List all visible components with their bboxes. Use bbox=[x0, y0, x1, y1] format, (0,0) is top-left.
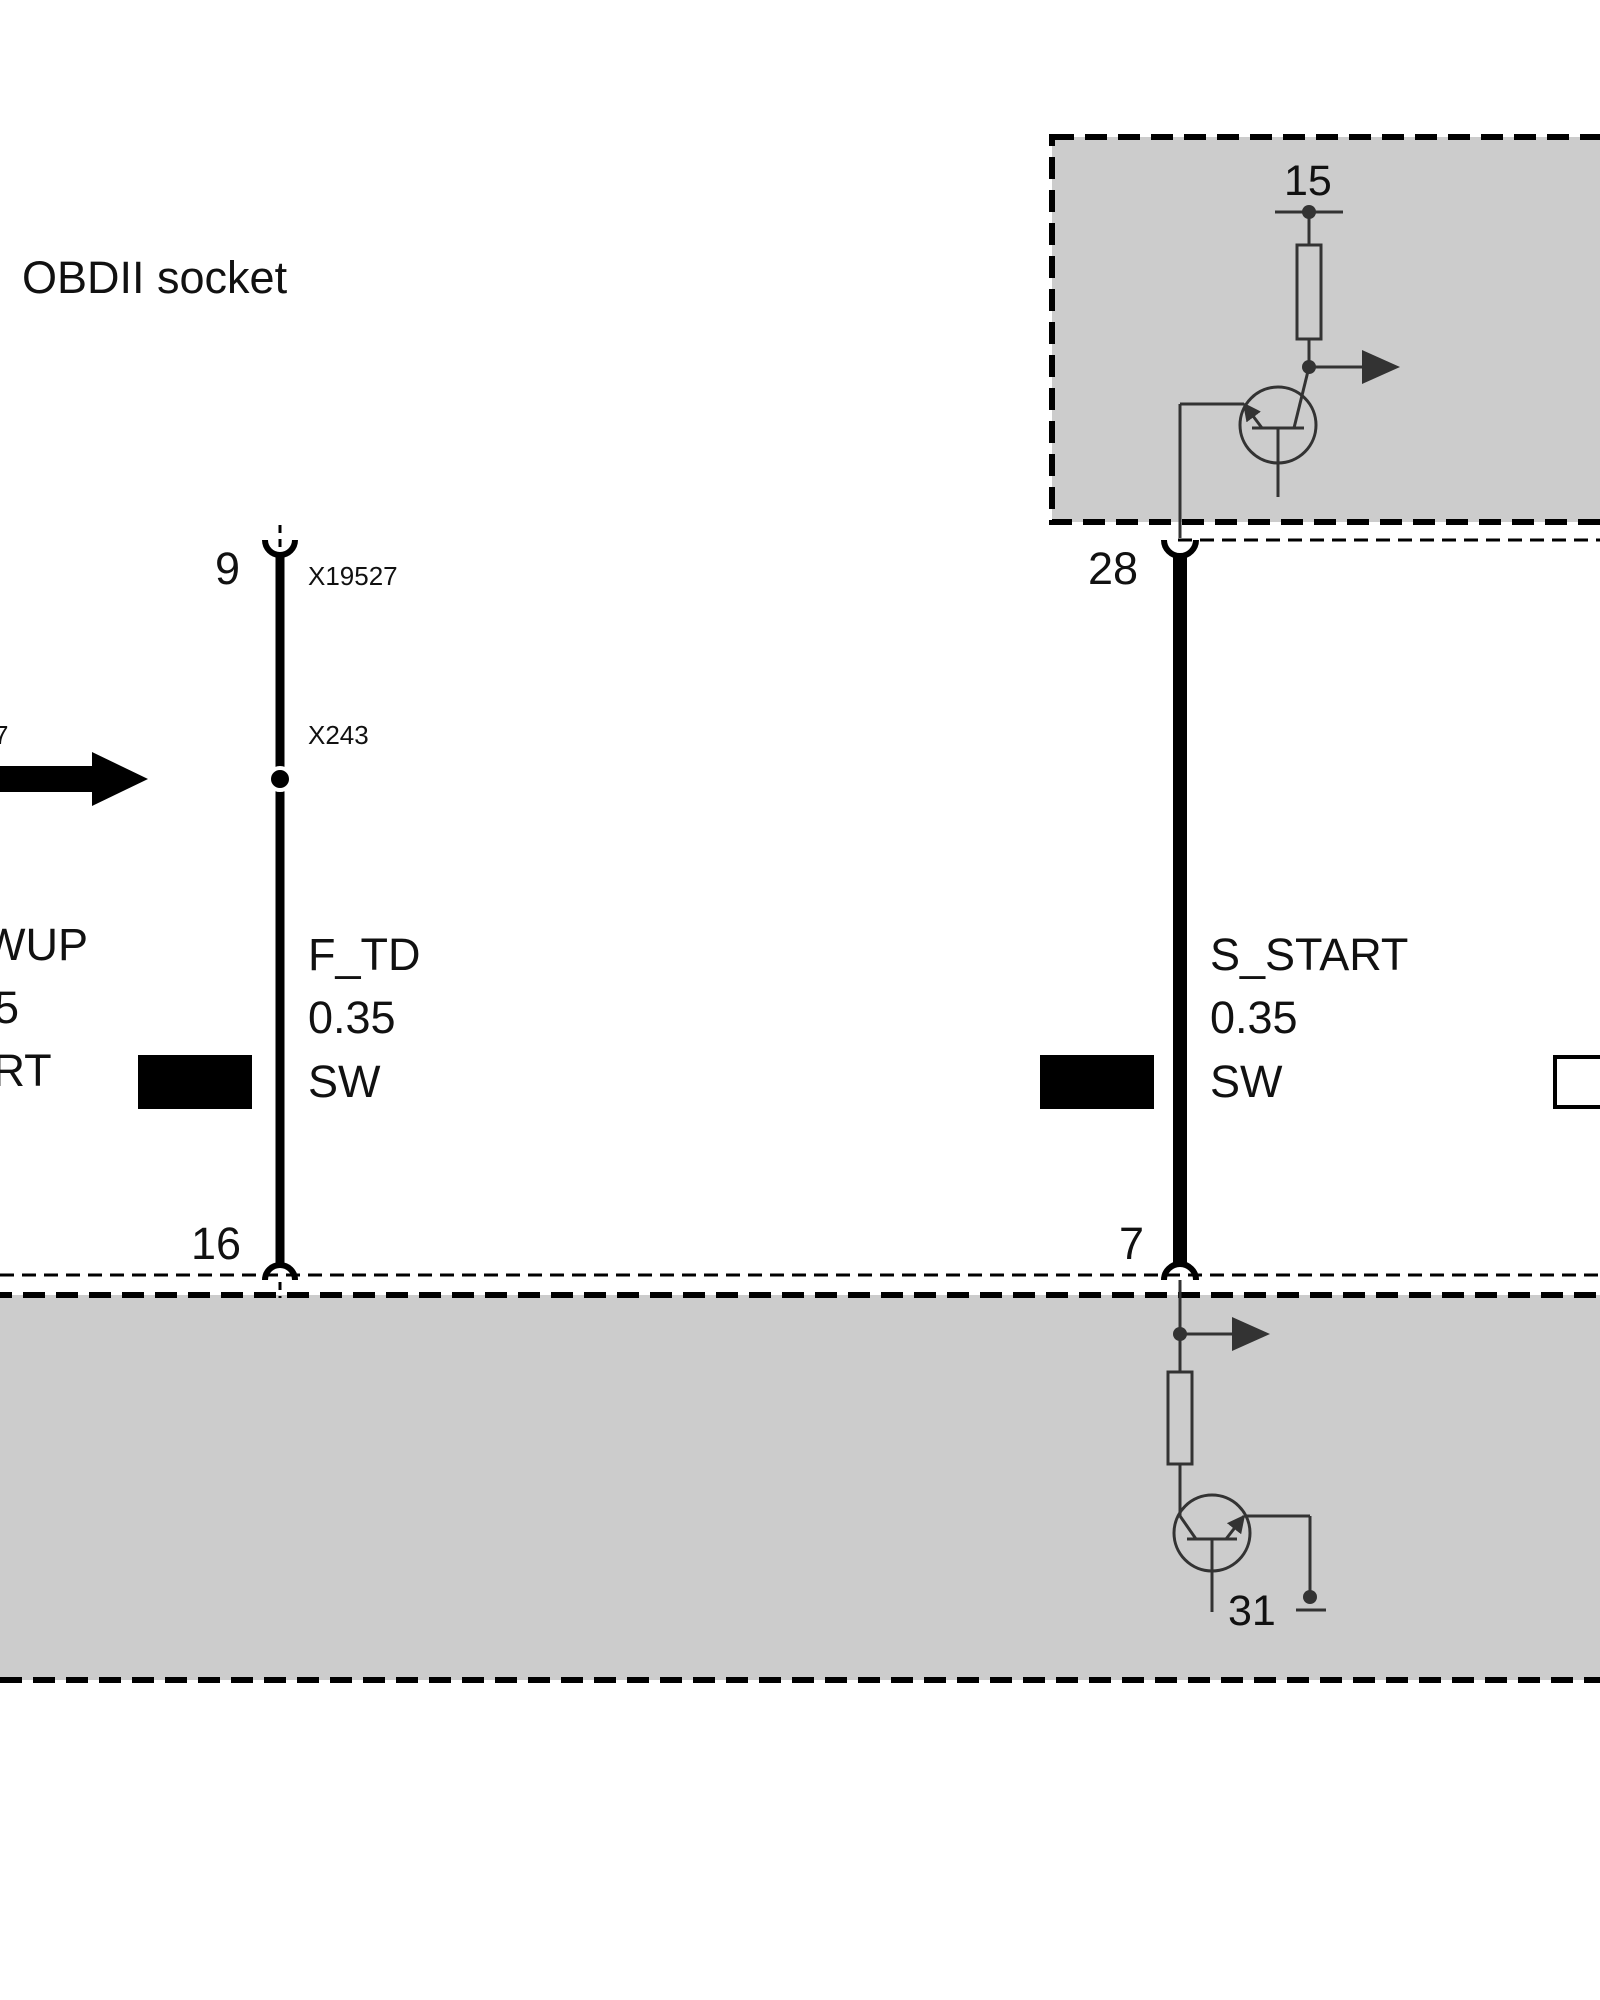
pin-7-label: 7 bbox=[1119, 1218, 1144, 1269]
npn-transistor-symbol bbox=[1172, 1493, 1312, 1612]
terminal-15-symbol bbox=[1275, 205, 1343, 245]
wire-marker-f-td bbox=[138, 1055, 252, 1109]
left-reference-arrow bbox=[0, 752, 148, 806]
control-unit-top: 15 bbox=[1049, 134, 1600, 542]
terminal-15-label: 15 bbox=[1284, 157, 1332, 205]
connector-x19527-label: X19527 bbox=[308, 561, 398, 591]
f-td-signal-label: F_TD bbox=[308, 929, 421, 980]
f-td-gauge-label: 0.35 bbox=[308, 992, 396, 1043]
control-unit-bottom: 31 bbox=[0, 1273, 1600, 1683]
left-wire-color-label: /RT bbox=[0, 1045, 52, 1096]
left-wire-gauge-label: 5 bbox=[0, 982, 19, 1033]
pin-7-socket bbox=[1161, 1261, 1199, 1281]
connector-x243-label: X243 bbox=[308, 720, 369, 750]
pnp-transistor-symbol bbox=[1178, 366, 1318, 538]
left-wire-signal-label: WUP bbox=[0, 919, 88, 970]
s-start-gauge-label: 0.35 bbox=[1210, 992, 1298, 1043]
terminal-31-label: 31 bbox=[1228, 1587, 1276, 1635]
left-arrow-label: 7 bbox=[0, 720, 8, 750]
splice-x243 bbox=[267, 766, 293, 792]
pin-9-label: 9 bbox=[215, 543, 240, 594]
signal-output-arrow-icon bbox=[1362, 350, 1400, 384]
f-td-color-label: SW bbox=[308, 1056, 381, 1107]
s-start-signal-label: S_START bbox=[1210, 929, 1408, 980]
diagram-title: OBDII socket bbox=[22, 252, 288, 303]
wire-marker-right-edge bbox=[1553, 1055, 1600, 1109]
pin-16-label: 16 bbox=[191, 1218, 241, 1269]
s-start-color-label: SW bbox=[1210, 1056, 1283, 1107]
wire-f-td bbox=[262, 525, 298, 1298]
pin-28-label: 28 bbox=[1088, 543, 1138, 594]
pin-28-socket bbox=[1161, 539, 1199, 559]
right-arrow-icon bbox=[92, 752, 148, 806]
pin-16-socket bbox=[262, 1262, 298, 1281]
wire-s-start bbox=[1161, 539, 1199, 1281]
ground-31-symbol bbox=[1296, 1590, 1326, 1612]
signal-output-arrow-icon bbox=[1232, 1317, 1270, 1351]
wire-marker-s-start bbox=[1040, 1055, 1154, 1109]
